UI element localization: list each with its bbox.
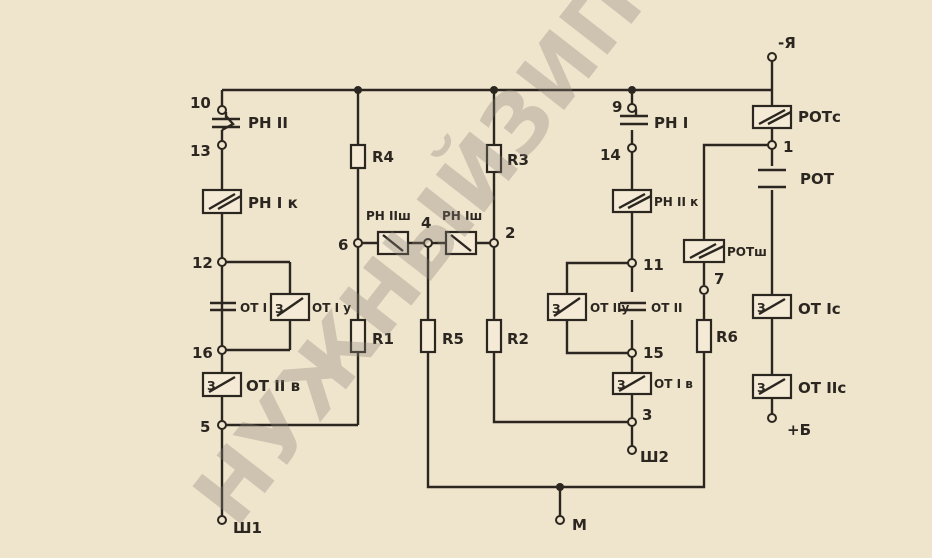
- coil-ot2v: [201, 371, 243, 398]
- coil-ot2c: [751, 373, 793, 400]
- label-potsh: РОТш: [727, 245, 767, 259]
- label-r3: R3: [507, 151, 529, 169]
- coil-mark-ot1v: З: [617, 378, 626, 392]
- node-label: 9: [612, 98, 622, 116]
- terminal-sh2: Ш2: [640, 448, 669, 466]
- terminal-sh1: Ш1: [233, 519, 262, 537]
- node-label: 14: [600, 146, 621, 164]
- coil-mark-ot2c: З: [757, 381, 766, 395]
- coil-rn2k: [611, 188, 653, 214]
- coil-potsh: [682, 238, 726, 264]
- terminal-minus: -Я: [778, 34, 796, 52]
- terminal-m: М: [572, 516, 587, 534]
- label-pot: РОТ: [800, 170, 835, 188]
- resistors: [349, 143, 713, 354]
- coil-rn1sh: [444, 230, 478, 256]
- label-rn1: РН I: [654, 114, 688, 132]
- coil-rn1k: [201, 188, 243, 215]
- resistor-r2: [485, 318, 503, 354]
- label-rn2k: РН II к: [654, 195, 698, 209]
- label-r5: R5: [442, 330, 464, 348]
- label-ot2c: ОТ IIс: [798, 379, 846, 397]
- terminal-plus: +Б: [787, 421, 811, 439]
- label-rn1k: РН I к: [248, 194, 298, 212]
- label-ot1c: ОТ Iс: [798, 300, 841, 318]
- node-label: 2: [505, 224, 515, 242]
- coil-mark-ot2u: З: [552, 302, 561, 316]
- resistor-r4: [349, 143, 367, 170]
- node-circles: [217, 52, 777, 525]
- coil-ot1c: [751, 293, 793, 320]
- label-rn2sh: РН IIш: [366, 209, 411, 223]
- label-r4: R4: [372, 148, 394, 166]
- coil-ot1u: [269, 292, 311, 322]
- resistor-r3: [485, 143, 503, 174]
- resistor-r6: [695, 318, 713, 354]
- node-label: 10: [190, 94, 211, 112]
- watermark-text: НУЖНЫЙЗИП.РФ: [175, 0, 771, 542]
- label-ot2v: ОТ II в: [246, 377, 300, 395]
- coil-mark-ot1c: З: [757, 301, 766, 315]
- node-label: 11: [643, 256, 664, 274]
- label-ot1: ОТ I: [240, 301, 267, 315]
- component-labels: РН II РН I к ОТ I ОТ I у ОТ II в R4 R1 Р…: [240, 108, 846, 397]
- node-label: 7: [714, 270, 724, 288]
- coil-ot2u: [546, 292, 588, 322]
- coil-marks: З З З З З З: [207, 301, 766, 395]
- coil-rn2sh: [376, 230, 410, 256]
- label-r1: R1: [372, 330, 394, 348]
- resistor-r5: [419, 318, 437, 354]
- contact-rn2: [212, 112, 240, 129]
- node-label: 13: [190, 142, 211, 160]
- label-rn2: РН II: [248, 114, 288, 132]
- coil-mark-ot1u: З: [275, 302, 284, 316]
- label-r2: R2: [507, 330, 529, 348]
- label-ot1v: ОТ I в: [654, 377, 693, 391]
- node-label: 3: [642, 406, 652, 424]
- terminal-labels: -Я +Б Ш1 Ш2 М: [233, 34, 811, 537]
- junction-dots: [354, 86, 636, 491]
- node-label: 4: [421, 214, 431, 232]
- label-rn1sh: РН Iш: [442, 209, 482, 223]
- node-label: 6: [338, 236, 348, 254]
- contact-ot2: [620, 301, 646, 312]
- node-label: 1: [783, 138, 793, 156]
- contact-ot1: [210, 301, 236, 312]
- label-ot2: ОТ II: [651, 301, 683, 315]
- coil-potc: [751, 104, 793, 130]
- coil-ot1v: [611, 371, 653, 396]
- wires: [220, 57, 774, 520]
- coil-mark-ot2v: З: [207, 379, 216, 393]
- node-labels: 10 13 12 16 5 6 4 2 9 14 11 15 3 1 7: [190, 94, 793, 436]
- contact-pot: [758, 168, 786, 189]
- resistor-r1: [349, 318, 367, 354]
- label-r6: R6: [716, 328, 738, 346]
- label-ot2u: ОТ IIу: [590, 301, 629, 315]
- node-label: 5: [200, 418, 210, 436]
- node-label: 15: [643, 344, 664, 362]
- node-label: 12: [192, 254, 213, 272]
- label-ot1u: ОТ I у: [312, 301, 351, 315]
- label-potc: РОТс: [798, 108, 841, 126]
- node-label: 16: [192, 344, 213, 362]
